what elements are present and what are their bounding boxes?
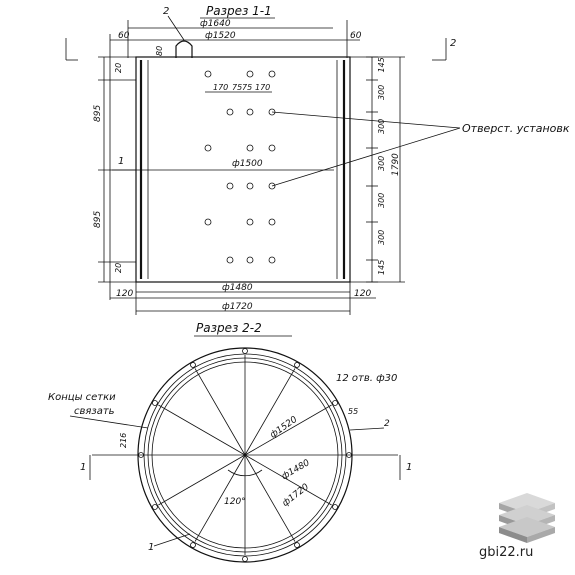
plan-callout-2: 2: [384, 419, 390, 429]
hole: [246, 108, 254, 116]
dim-1790: 1790: [391, 153, 401, 176]
hole: [268, 70, 276, 78]
watermark: gbi22.ru: [479, 545, 534, 560]
ring-hole: [152, 400, 158, 406]
dim-d1520: ф1520: [205, 31, 236, 41]
dim-170-left: 170: [213, 83, 228, 92]
holes-count-label: 12 отв. ф30: [336, 373, 397, 384]
ring-hole: [190, 362, 196, 368]
hole: [246, 182, 254, 190]
dim-d1480: ф1480: [222, 283, 253, 293]
ring-hole: [242, 556, 248, 562]
cut-1-label: 1: [118, 156, 124, 167]
plan-angle: 120°: [224, 497, 246, 507]
hole: [268, 144, 276, 152]
dim-60-left: 60: [118, 31, 130, 41]
hole: [246, 256, 254, 264]
dim-d1640: ф1640: [200, 19, 231, 29]
plan-d1720: ф1720: [281, 482, 311, 509]
ring-hole: [332, 504, 338, 510]
mesh-note-1: Концы сетки: [48, 392, 116, 403]
dim-d1500: ф1500: [232, 159, 263, 169]
cut-2-label: 2: [450, 38, 456, 49]
right-dim-label: 300: [377, 193, 386, 208]
ring-outline: [135, 56, 351, 283]
section-2-title: Разрез 2-2: [196, 321, 262, 335]
plan-cut-1-left: 1: [80, 462, 86, 473]
ring-hole: [332, 400, 338, 406]
section-2-2: Разрез 2-2 12 отв. ф30 ф1520 ф1480 ф1720…: [48, 321, 412, 563]
section-1-title: Разрез 1-1: [206, 4, 272, 18]
lifting-loop: [175, 40, 193, 58]
plan-d55: 55: [348, 407, 358, 416]
dim-120-left: 120: [116, 289, 133, 299]
plan-216: 216: [119, 433, 128, 448]
dim-20-bottom: 20: [114, 263, 123, 273]
hole: [246, 70, 254, 78]
dim-60-right: 60: [350, 31, 362, 41]
brand-logo: gbi22.ru: [479, 485, 567, 565]
mesh-note-2: связать: [74, 406, 115, 417]
plan-d1520: ф1520: [268, 415, 299, 441]
dim-895-bottom: 895: [93, 211, 103, 228]
holes-note: Отверст. установк: [462, 122, 570, 135]
ring-hole: [294, 542, 300, 548]
dim-120-right: 120: [354, 289, 371, 299]
hole: [226, 182, 234, 190]
dim-895-top: 895: [93, 105, 103, 122]
right-dim-label: 300: [377, 230, 386, 245]
dim-d1720: ф1720: [222, 302, 253, 312]
hole: [226, 256, 234, 264]
hole: [268, 256, 276, 264]
hole: [204, 70, 212, 78]
ring-hole: [152, 504, 158, 510]
hole: [226, 108, 234, 116]
hole: [246, 144, 254, 152]
hole: [268, 218, 276, 226]
right-dim-label: 145: [377, 57, 386, 72]
plan-callout-1: 1: [148, 542, 154, 553]
hole: [204, 218, 212, 226]
section-1-1: Разрез 1-1 2 ф1640 ф1520 60 60 80 20: [65, 4, 570, 315]
dim-80: 80: [155, 46, 164, 56]
ring-hole: [294, 362, 300, 368]
stack-icon: [499, 493, 555, 543]
dim-75-a: 75: [232, 83, 242, 92]
callout-2-top: 2: [163, 6, 169, 17]
right-dim-label: 300: [377, 85, 386, 100]
dim-20-top: 20: [114, 63, 123, 73]
hole: [268, 182, 276, 190]
plan-cut-1-right: 1: [406, 462, 412, 473]
plan-d1480: ф1480: [280, 458, 312, 482]
hole: [246, 218, 254, 226]
right-dim-label: 300: [377, 119, 386, 134]
dim-75-b: 75: [242, 83, 252, 92]
right-dim-label: 145: [377, 260, 386, 275]
hole-grid: [204, 70, 276, 264]
hole: [204, 144, 212, 152]
ring-hole: [242, 348, 248, 354]
right-dim-label: 300: [377, 156, 386, 171]
ring-hole: [190, 542, 196, 548]
dim-170-right: 170: [255, 83, 270, 92]
